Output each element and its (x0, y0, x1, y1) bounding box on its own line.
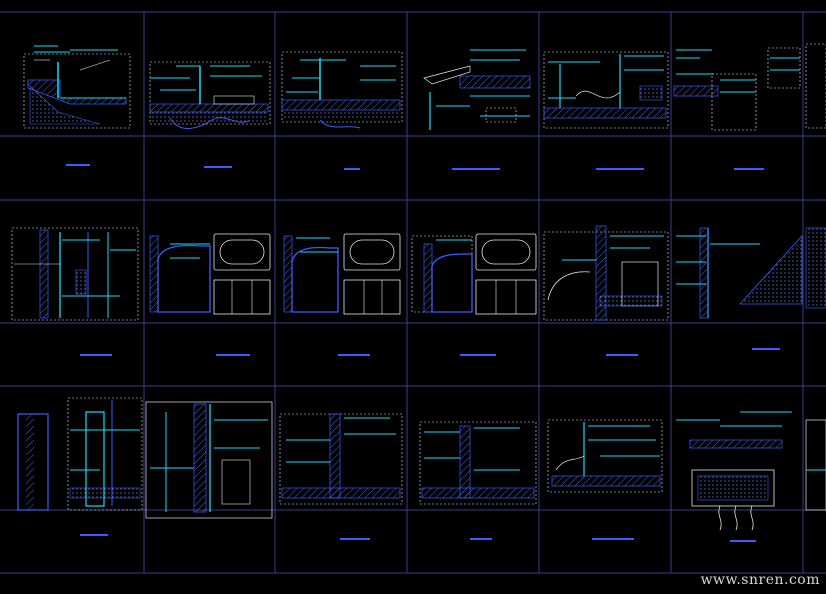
detail-cell-1-4[interactable] (423, 49, 531, 170)
detail-cell-1-1[interactable] (23, 45, 131, 166)
detail-cell-3-1[interactable] (17, 397, 143, 536)
detail-cell-3-6[interactable] (676, 411, 792, 542)
detail-cell-3-5[interactable] (547, 419, 663, 540)
detail-cell-2-1[interactable] (11, 227, 139, 356)
watermark: www.snren.com (700, 572, 820, 588)
detail-cell-2-2[interactable] (149, 233, 271, 356)
sheet-grid (0, 11, 826, 574)
detail-cell-2-4[interactable] (411, 233, 537, 356)
detail-cell-2-6[interactable] (676, 227, 803, 350)
detail-cell-1-6[interactable] (673, 47, 801, 170)
detail-cell-partial-right (805, 43, 826, 511)
detail-cell-3-3[interactable] (279, 413, 403, 540)
detail-cell-2-3[interactable] (283, 233, 401, 356)
detail-cell-2-5[interactable] (543, 225, 669, 356)
detail-cell-1-2[interactable] (149, 61, 271, 168)
detail-cell-1-5[interactable] (543, 51, 669, 170)
detail-cell-1-3[interactable] (281, 51, 403, 170)
detail-cell-3-4[interactable] (419, 421, 537, 540)
detail-cell-3-2[interactable] (145, 401, 273, 519)
